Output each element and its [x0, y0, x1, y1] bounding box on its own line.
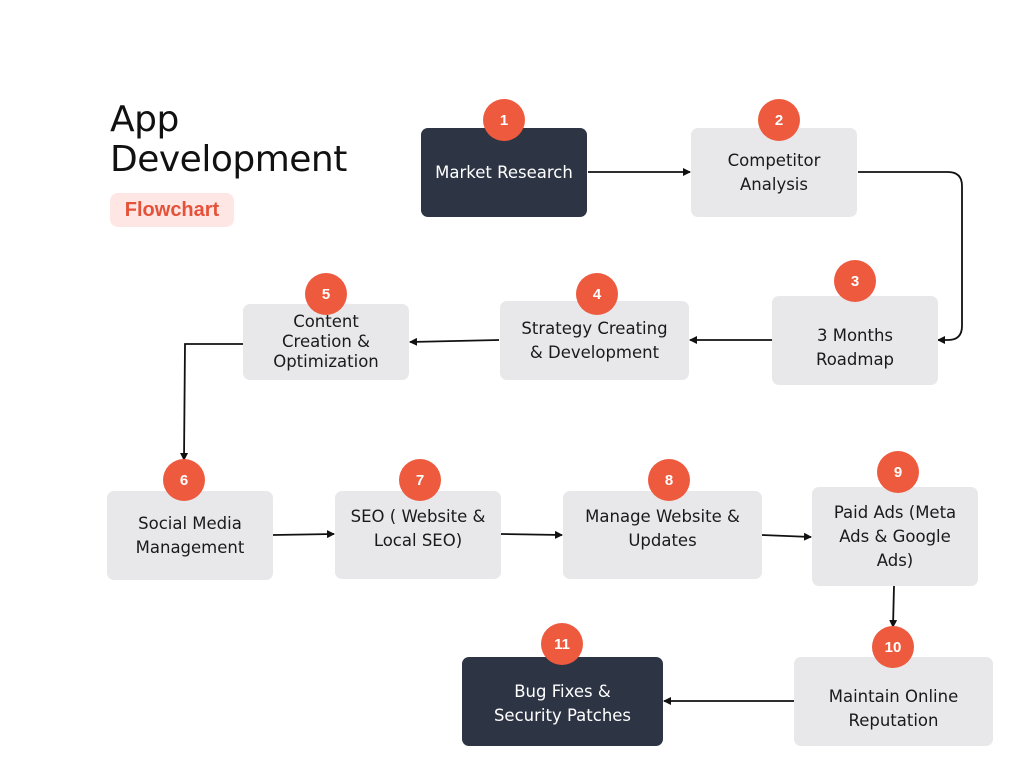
step-11-box: Bug Fixes & Security Patches — [462, 657, 663, 746]
step-5-box: Content Creation & Optimization — [243, 304, 409, 380]
step-7-badge: 7 — [399, 459, 441, 501]
step-11-line: Security Patches — [493, 705, 632, 725]
step-11-text: Bug Fixes & Security Patches — [494, 676, 631, 728]
step-1-text: Market Research — [435, 161, 573, 185]
step-10-badge: 10 — [872, 626, 914, 668]
step-9-line: Ads) — [876, 550, 914, 570]
step-10-box: Maintain Online Reputation — [794, 657, 993, 746]
step-8-text: Manage Website & Updates — [585, 505, 740, 553]
title-line-2: Development — [110, 139, 347, 180]
step-7-text: SEO ( Website & Local SEO) — [351, 505, 486, 553]
step-3-box: 3 Months Roadmap — [772, 296, 938, 385]
step-2-line: Competitor — [727, 150, 821, 170]
step-11-line: Bug Fixes & — [514, 681, 611, 701]
step-5-line: Optimization — [273, 352, 379, 371]
step-6-box: Social Media Management — [107, 491, 273, 580]
step-3-line: Roadmap — [815, 349, 895, 369]
step-3-line: 3 Months — [816, 325, 894, 345]
step-6-text: Social Media Management — [136, 512, 245, 560]
step-4-line: & Development — [529, 342, 660, 362]
step-10-line: Maintain Online — [828, 686, 959, 706]
arrow-5-to-6 — [180, 343, 243, 461]
arrow-4-to-5 — [409, 337, 500, 346]
step-5-badge: 5 — [305, 273, 347, 315]
step-8-line: Manage Website & — [585, 506, 740, 526]
step-5-text: Content Creation & Optimization — [273, 312, 379, 372]
step-1-box: Market Research — [421, 128, 587, 217]
step-4-badge: 4 — [576, 273, 618, 315]
step-8-badge: 8 — [648, 459, 690, 501]
step-10-line: Reputation — [848, 710, 939, 730]
step-9-box: Paid Ads (Meta Ads & Google Ads) — [812, 487, 978, 586]
step-9-line: Paid Ads (Meta — [833, 502, 957, 522]
step-2-badge: 2 — [758, 99, 800, 141]
step-11-badge: 11 — [541, 623, 583, 665]
step-3-text: 3 Months Roadmap — [816, 310, 894, 372]
step-8-line: Updates — [628, 530, 697, 550]
arrow-9-to-10 — [889, 585, 898, 628]
step-5-line: Creation & — [282, 332, 370, 351]
step-6-line: Management — [135, 537, 245, 557]
step-7-box: SEO ( Website & Local SEO) — [335, 491, 501, 579]
arrow-2-to-3 — [858, 171, 963, 344]
step-2-text: Competitor Analysis — [728, 149, 821, 197]
step-8-box: Manage Website & Updates — [563, 491, 762, 579]
step-2-box: Competitor Analysis — [691, 128, 857, 217]
step-3-badge: 3 — [834, 260, 876, 302]
step-4-line: Strategy Creating — [521, 318, 668, 338]
step-7-line: SEO ( Website & — [350, 506, 486, 526]
step-9-badge: 9 — [877, 451, 919, 493]
arrow-8-to-9 — [761, 532, 812, 541]
arrow-6-to-7 — [272, 530, 335, 539]
step-2-line: Analysis — [740, 174, 808, 194]
step-1-badge: 1 — [483, 99, 525, 141]
step-7-line: Local SEO) — [373, 530, 463, 550]
step-5-line: Content — [293, 312, 359, 331]
title-line-1: App — [110, 99, 179, 140]
arrow-7-to-8 — [500, 530, 563, 539]
step-9-text: Paid Ads (Meta Ads & Google Ads) — [834, 501, 956, 573]
step-6-line: Social Media — [138, 513, 242, 533]
step-6-badge: 6 — [163, 459, 205, 501]
step-10-text: Maintain Online Reputation — [829, 671, 958, 733]
step-4-text: Strategy Creating & Development — [521, 317, 667, 365]
step-1-line: Market Research — [435, 162, 573, 182]
page-title: App Development — [110, 100, 347, 180]
step-9-line: Ads & Google — [839, 526, 951, 546]
subtitle-badge: Flowchart — [110, 193, 234, 227]
